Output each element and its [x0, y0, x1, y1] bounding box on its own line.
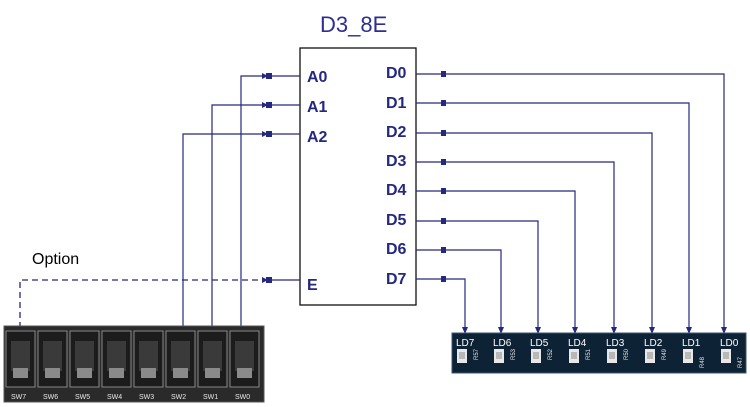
led-ld4: [569, 349, 579, 363]
switch-label-sw4: SW4: [107, 394, 122, 401]
resistor-label-r47: R47: [738, 356, 744, 368]
led-ld6: [494, 349, 504, 363]
pin-d2: D2: [386, 124, 407, 141]
switch-sw3[interactable]: [133, 330, 164, 388]
switch-sw2[interactable]: [165, 330, 196, 388]
pin-e: E: [307, 277, 318, 294]
pin-a0: A0: [307, 69, 328, 86]
led-ld1: [683, 349, 693, 363]
pin-d0: D0: [386, 65, 407, 82]
resistor-label-r51: R51: [586, 348, 592, 360]
resistor-label-r53: R53: [511, 348, 517, 360]
led-label-ld6: LD6: [493, 338, 512, 349]
led-ld2: [645, 349, 655, 363]
switch-label-sw7: SW7: [11, 394, 26, 401]
switch-sw4[interactable]: [101, 330, 132, 388]
led-label-ld1: LD1: [682, 338, 701, 349]
switch-label-sw1: SW1: [203, 394, 218, 401]
switch-sw7[interactable]: [5, 330, 36, 388]
switch-label-sw2: SW2: [171, 394, 186, 401]
option-dashed-wire: [19, 279, 262, 328]
led-label-ld7: LD7: [456, 338, 475, 349]
led-ld5: [531, 349, 541, 363]
pin-d7: D7: [386, 271, 407, 288]
switch-label-sw3: SW3: [139, 394, 154, 401]
switch-sw5[interactable]: [69, 330, 100, 388]
led-label-ld2: LD2: [644, 338, 663, 349]
pin-d6: D6: [386, 241, 407, 258]
resistor-label-r48: R48: [700, 356, 706, 368]
led-ld7: [457, 349, 467, 363]
pin-a2: A2: [307, 129, 328, 146]
pin-d3: D3: [386, 153, 407, 170]
pin-a1: A1: [307, 99, 328, 116]
decoder-chip: [299, 47, 417, 306]
resistor-label-r57: R57: [474, 348, 480, 360]
pin-d5: D5: [386, 212, 407, 229]
switch-label-sw5: SW5: [75, 394, 90, 401]
resistor-label-r50: R50: [624, 348, 630, 360]
resistor-label-r52: R52: [548, 348, 554, 360]
led-label-ld3: LD3: [606, 338, 625, 349]
switch-sw6[interactable]: [37, 330, 68, 388]
option-label: Option: [32, 251, 79, 268]
led-label-ld5: LD5: [530, 338, 549, 349]
chip-title: D3_8E: [320, 12, 387, 37]
switch-label-sw6: SW6: [43, 394, 58, 401]
switch-sw1[interactable]: [197, 330, 228, 388]
output-wires: [416, 71, 727, 334]
pin-d4: D4: [386, 182, 407, 199]
pin-d1: D1: [386, 95, 407, 112]
led-label-ld0: LD0: [720, 338, 739, 349]
led-label-ld4: LD4: [568, 338, 587, 349]
led-board: LD7 LD6 LD5 LD4 LD3 LD2 LD1 LD0 R57 R53 …: [451, 332, 747, 374]
led-ld0: [721, 349, 731, 363]
led-ld3: [607, 349, 617, 363]
switch-label-sw0: SW0: [235, 394, 250, 401]
switch-sw0[interactable]: [229, 330, 260, 388]
switch-board: SW7 SW6 SW5 SW4 SW3 SW2 SW1 SW0: [3, 325, 265, 403]
resistor-label-r49: R49: [662, 348, 668, 360]
input-wires: [182, 73, 300, 328]
